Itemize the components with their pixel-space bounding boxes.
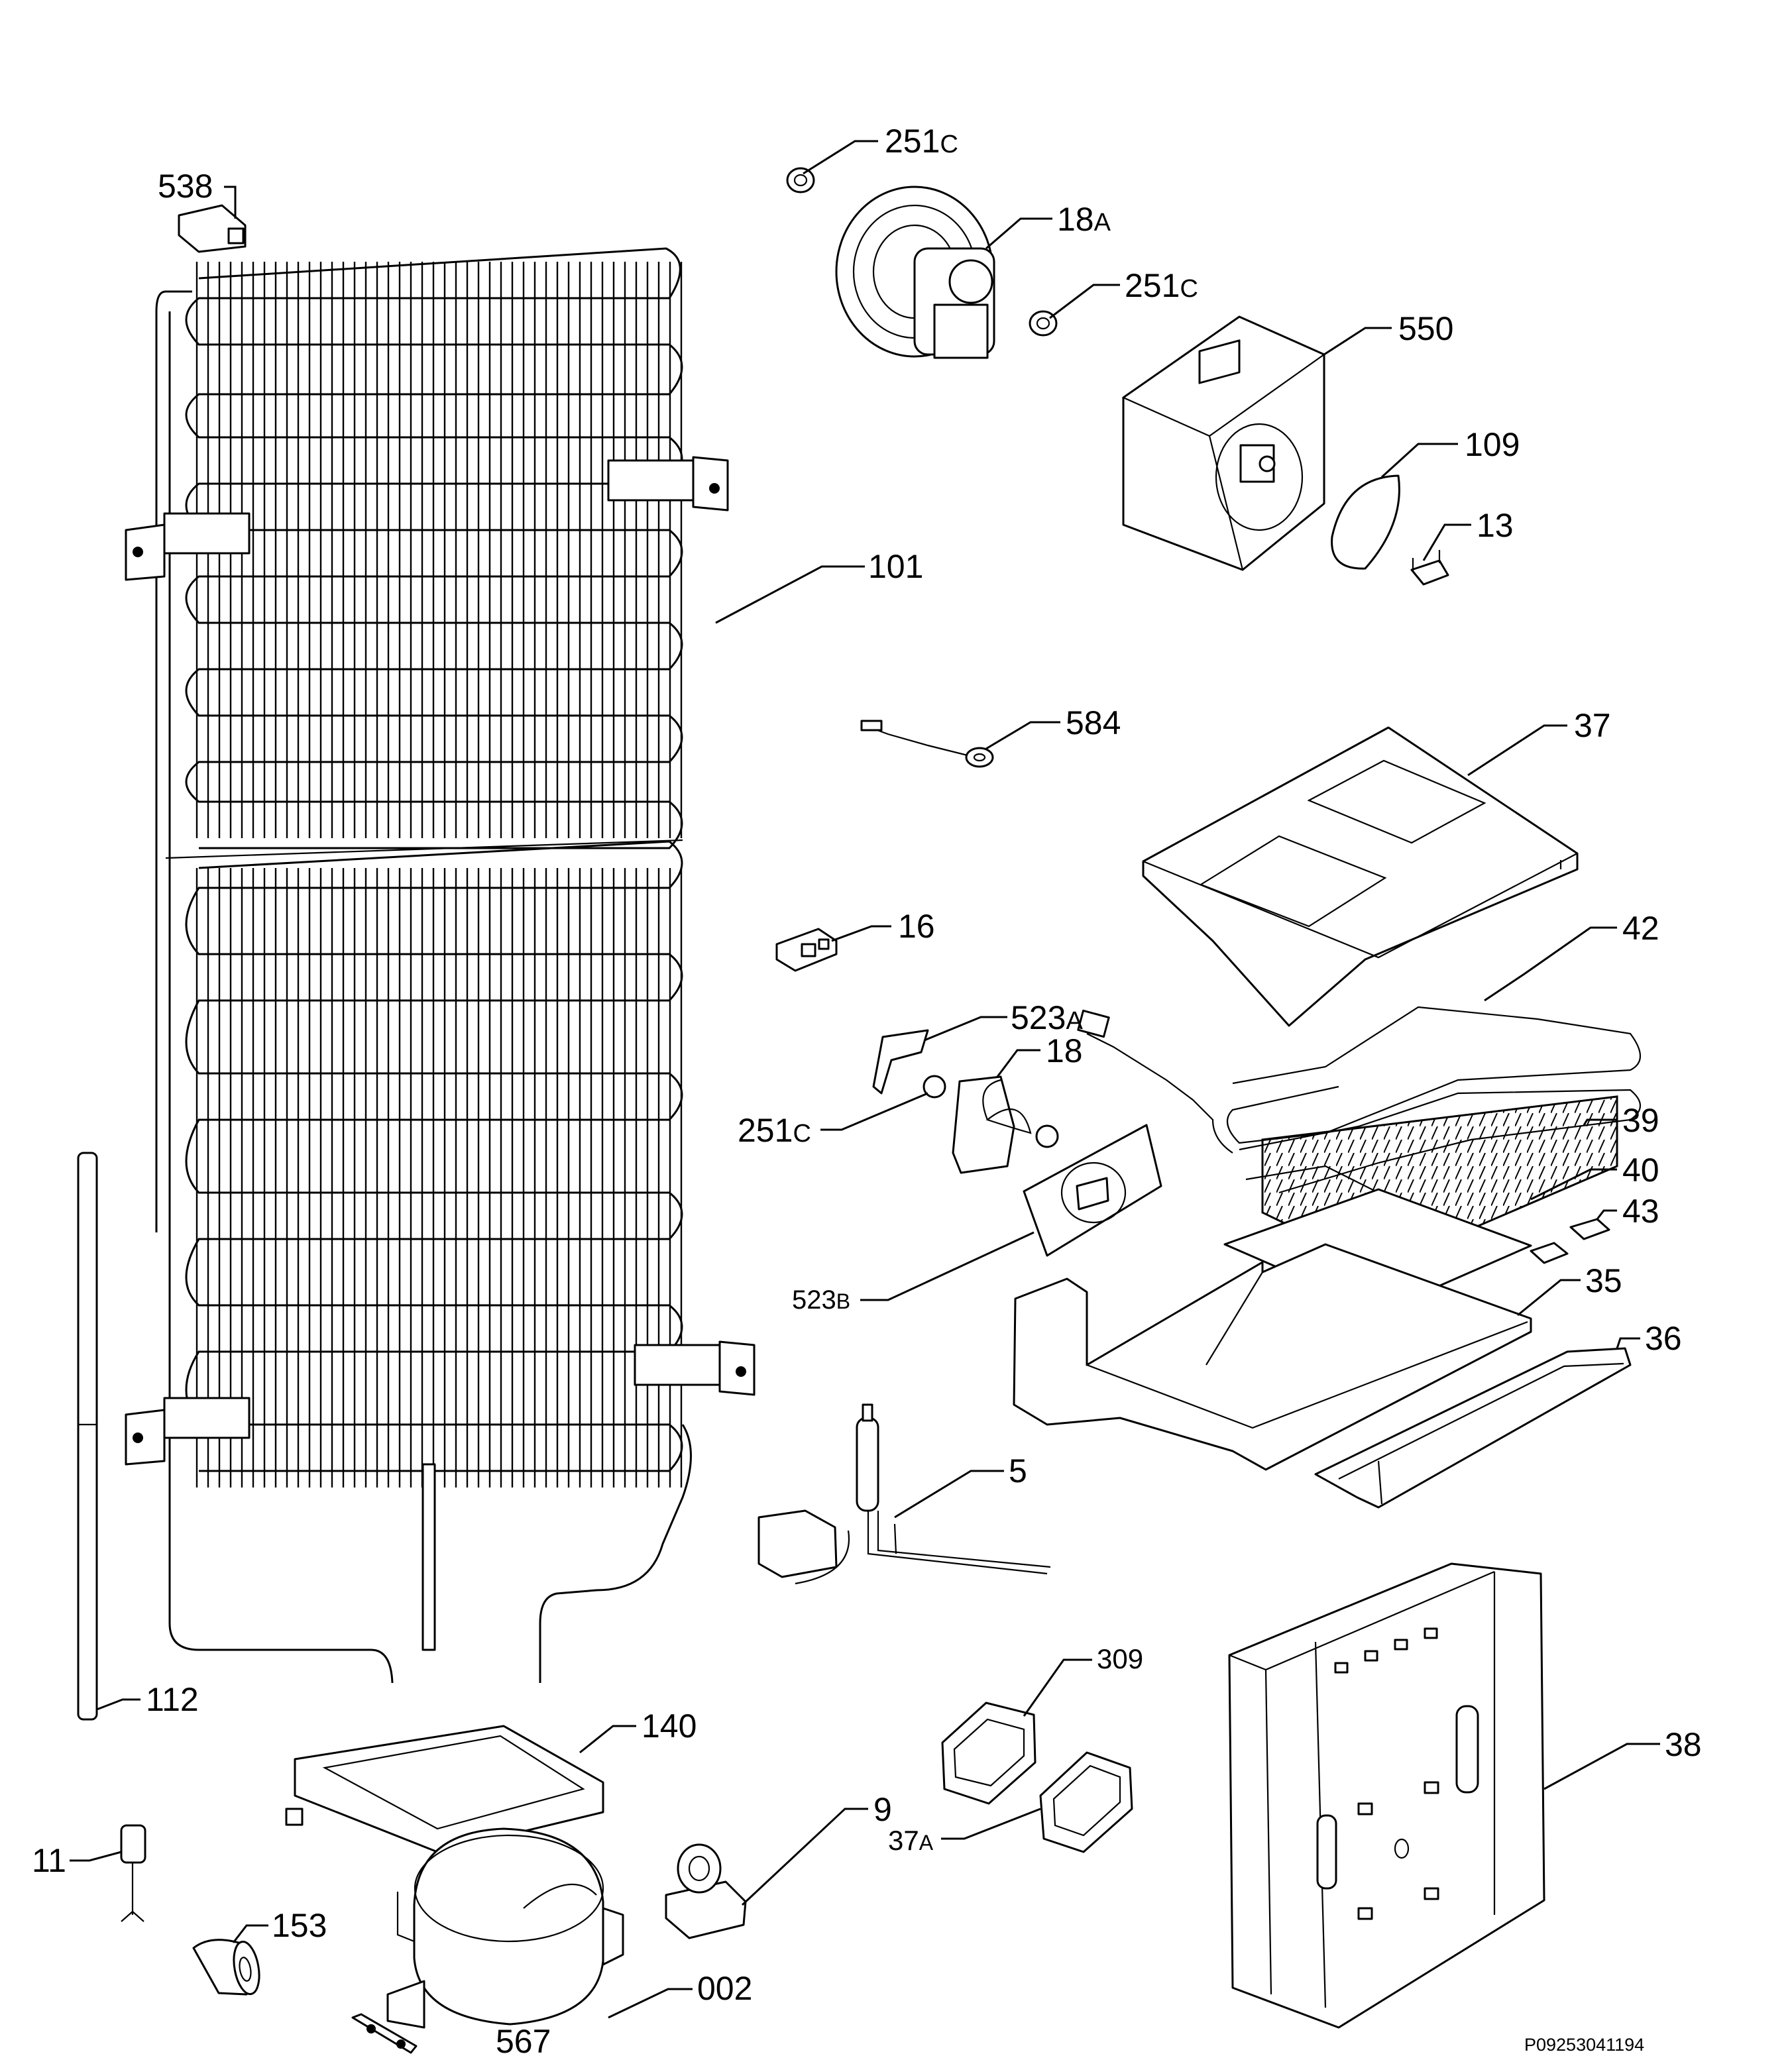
label-9: 9 bbox=[873, 1791, 892, 1828]
label-18: 18 bbox=[1046, 1032, 1083, 1069]
label-251c-low: 251C bbox=[738, 1112, 811, 1149]
label-5: 5 bbox=[1009, 1452, 1027, 1489]
evaporator-cover bbox=[1142, 726, 1579, 1027]
door-panel bbox=[1228, 1562, 1545, 2029]
label-550: 550 bbox=[1398, 310, 1453, 347]
label-13: 13 bbox=[1477, 507, 1514, 544]
label-567: 567 bbox=[496, 2023, 551, 2056]
label-16: 16 bbox=[898, 908, 935, 945]
label-39: 39 bbox=[1622, 1102, 1659, 1139]
label-584: 584 bbox=[1066, 704, 1121, 741]
mounting-foot bbox=[351, 2013, 418, 2054]
label-112: 112 bbox=[146, 1681, 199, 1718]
condenser-mount-bracket bbox=[125, 456, 756, 1466]
fan-housing bbox=[1121, 315, 1326, 571]
callout-labels: 538 251C 18A 251C 550 109 13 101 584 37 … bbox=[32, 123, 1702, 2056]
door-switch bbox=[775, 928, 838, 972]
condenser-serpentine-tube bbox=[185, 247, 683, 849]
label-36: 36 bbox=[1645, 1320, 1682, 1357]
label-309: 309 bbox=[1097, 1643, 1143, 1674]
label-35: 35 bbox=[1585, 1262, 1622, 1299]
grommet-sleeve bbox=[192, 1939, 260, 1996]
label-251c-mid: 251C bbox=[1125, 267, 1198, 304]
label-43: 43 bbox=[1622, 1193, 1659, 1230]
label-523b: 523B bbox=[792, 1285, 850, 1315]
starter-relay bbox=[665, 1843, 747, 1939]
compressor bbox=[386, 1827, 624, 2029]
connector-plug bbox=[178, 204, 247, 253]
drain-tube bbox=[77, 1152, 98, 1721]
thermostat bbox=[757, 1403, 1051, 1585]
compressor-mount bbox=[285, 1725, 604, 1858]
user-interface-board bbox=[1039, 1751, 1133, 1853]
condenser bbox=[125, 247, 756, 1684]
evaporator-fan bbox=[872, 1029, 1059, 1174]
label-38: 38 bbox=[1665, 1726, 1702, 1763]
temperature-sensor bbox=[860, 720, 994, 768]
drawing-code: P09253041194 bbox=[1524, 2035, 1644, 2055]
label-37a: 37A bbox=[888, 1825, 934, 1856]
label-11: 11 bbox=[32, 1842, 66, 1879]
air-duct bbox=[1314, 1347, 1632, 1509]
fan-motor bbox=[786, 167, 1058, 359]
fan-cover-plate bbox=[1023, 1124, 1162, 1257]
label-40: 40 bbox=[1622, 1152, 1659, 1189]
label-251c-top: 251C bbox=[885, 123, 958, 160]
label-002: 002 bbox=[697, 1970, 752, 2007]
drip-tray bbox=[1013, 1243, 1532, 1471]
capillary-filter bbox=[120, 1824, 146, 1922]
fuse-clips bbox=[1530, 1218, 1610, 1264]
label-37: 37 bbox=[1574, 707, 1611, 744]
label-42: 42 bbox=[1622, 910, 1659, 947]
leader-lines bbox=[70, 140, 1660, 2019]
label-153: 153 bbox=[272, 1907, 327, 1944]
label-523a: 523A bbox=[1011, 999, 1083, 1036]
small-clip bbox=[1410, 550, 1449, 586]
control-board bbox=[941, 1702, 1036, 1805]
label-101: 101 bbox=[868, 548, 923, 585]
label-18a: 18A bbox=[1057, 201, 1111, 238]
lamp-cover bbox=[1331, 474, 1400, 570]
defrost-heater bbox=[1077, 1006, 1641, 1194]
label-140: 140 bbox=[642, 1707, 697, 1745]
label-109: 109 bbox=[1465, 426, 1520, 463]
label-538: 538 bbox=[158, 168, 213, 205]
